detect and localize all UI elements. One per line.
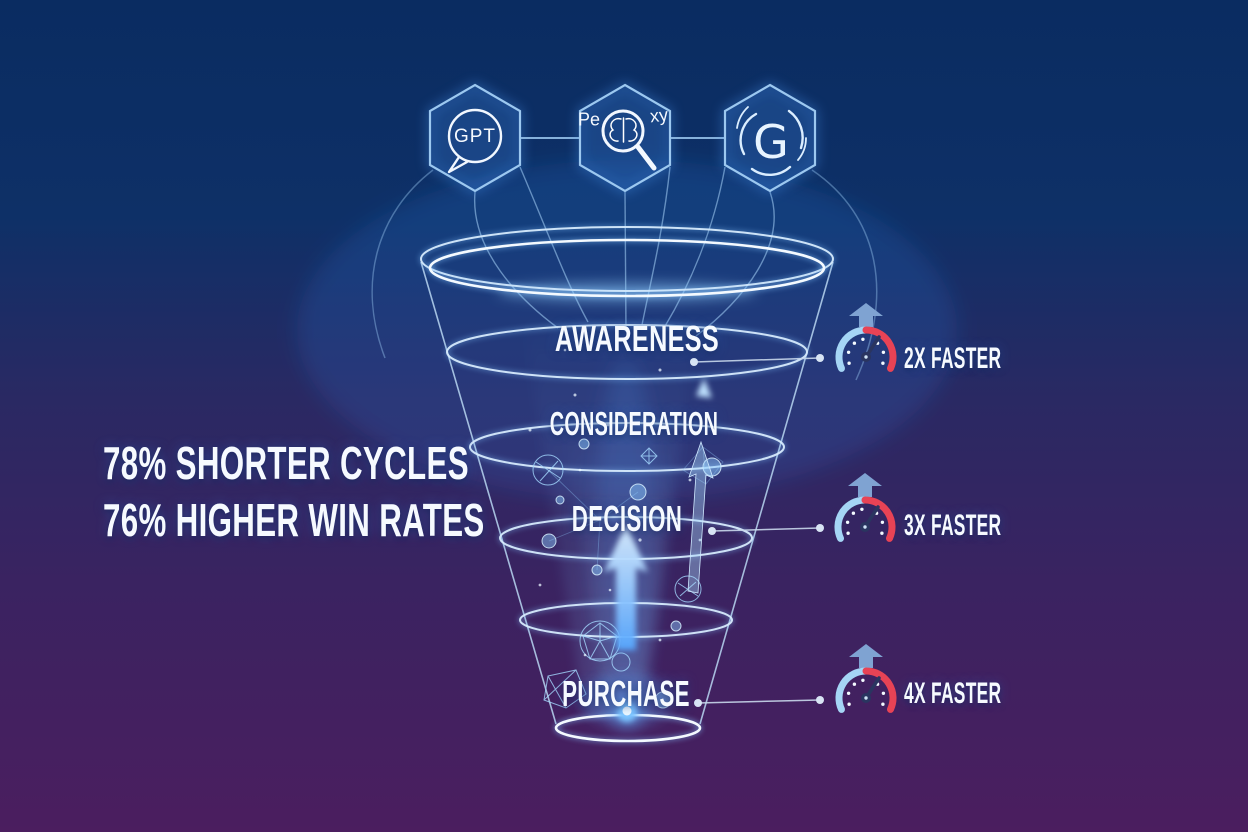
stage-label-awareness: AWARENESS	[554, 318, 720, 359]
gpt-label: GPT	[453, 126, 497, 147]
stat-line-1: 78% SHORTER CYCLES	[103, 437, 469, 489]
g-swirl-icon	[736, 106, 807, 176]
stage-label-purchase: PURCHASE	[562, 673, 690, 714]
funnel-top-rim-inner	[428, 238, 826, 298]
speedometer-icon-purchase	[839, 644, 893, 709]
gemini-letter: G	[753, 115, 789, 169]
field-arcs	[371, 169, 878, 381]
chat-bubble-icon	[447, 108, 503, 174]
stage-label-consideration: CONSIDERATION	[549, 405, 719, 442]
provider-icon-gemini	[723, 83, 817, 193]
provider-icon-perplexity	[578, 83, 672, 193]
perplexity-label-right: xy	[648, 104, 669, 127]
stage-label-decision: DECISION	[571, 498, 683, 539]
bottom-glow-orb	[609, 694, 645, 730]
rising-arrows	[604, 378, 714, 650]
up-arrow-glow-icon	[604, 524, 648, 650]
funnel-ring-consideration	[469, 422, 785, 472]
metric-label-3x-faster: 3X FASTER	[904, 509, 1002, 542]
metric-label-4x-faster: 4X FASTER	[904, 677, 1002, 710]
metric-connectors	[690, 354, 824, 707]
speedometer-icon-decision	[838, 473, 892, 538]
funnel-top-rim-outer	[420, 226, 834, 292]
stat-line-2: 76% HIGHER WIN RATES	[103, 494, 485, 546]
magnifier-brain-icon	[601, 109, 657, 171]
metric-label-2x-faster: 2X FASTER	[904, 342, 1002, 375]
perplexity-label-left: Pe	[577, 109, 601, 130]
funnel-ring-awareness	[446, 324, 808, 380]
up-arrow-outline-icon	[687, 440, 714, 594]
provider-icon-gpt	[428, 83, 522, 193]
up-arrowhead-icon	[696, 378, 712, 398]
